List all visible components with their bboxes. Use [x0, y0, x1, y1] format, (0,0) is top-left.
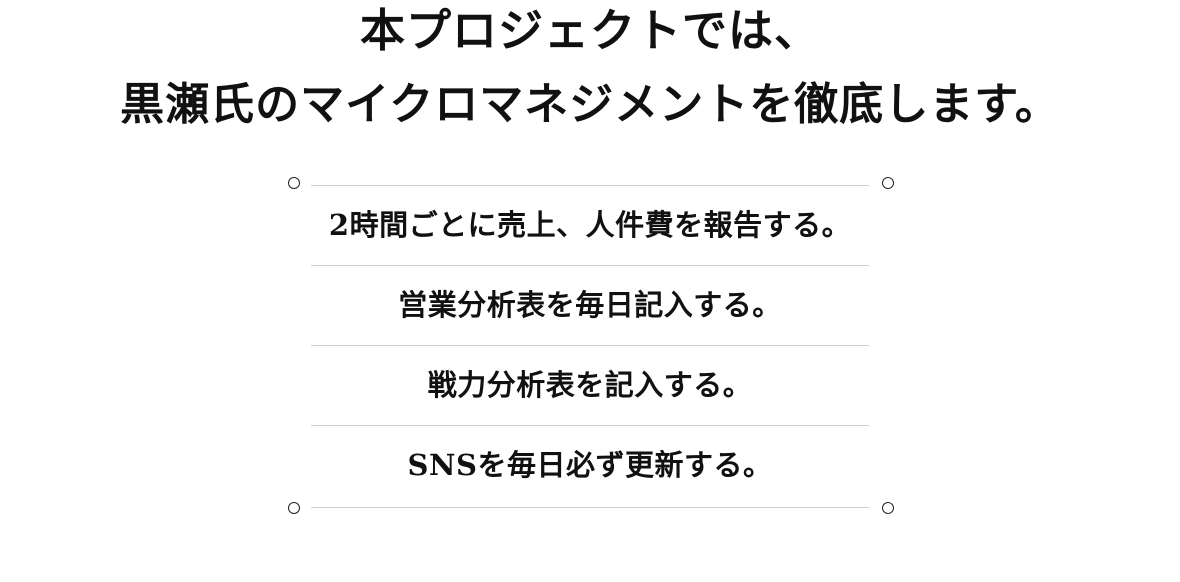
- task-item: 戦力分析表を記入する。: [427, 368, 753, 402]
- circle-ornament-icon: [882, 177, 894, 189]
- circle-ornament-icon: [882, 502, 894, 514]
- divider: [311, 185, 869, 186]
- task-item: SNSを毎日必ず更新する。: [407, 448, 773, 482]
- divider: [311, 345, 869, 346]
- divider: [311, 425, 869, 426]
- task-item: 営業分析表を毎日記入する。: [398, 288, 782, 322]
- divider: [311, 507, 869, 508]
- task-item: 2時間ごとに売上、人件費を報告する。: [328, 208, 852, 242]
- page-title-line-1: 本プロジェクトでは、: [359, 4, 820, 57]
- divider: [311, 265, 869, 266]
- circle-ornament-icon: [288, 502, 300, 514]
- circle-ornament-icon: [288, 177, 300, 189]
- page-title-line-2: 黒瀬氏のマイクロマネジメントを徹底します。: [120, 79, 1060, 130]
- task-list-frame: 2時間ごとに売上、人件費を報告する。 営業分析表を毎日記入する。 戦力分析表を記…: [287, 175, 895, 517]
